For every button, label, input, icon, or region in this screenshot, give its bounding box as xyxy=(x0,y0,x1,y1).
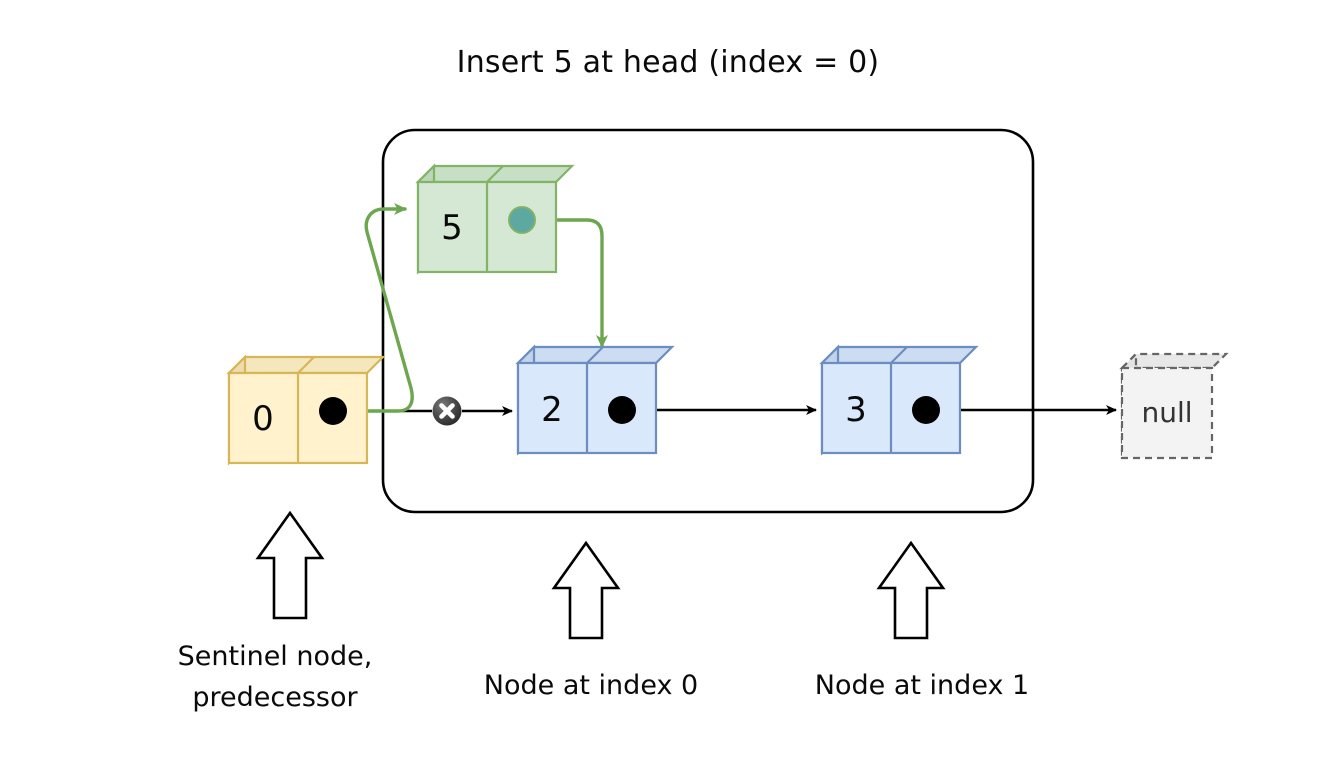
node-index-0[interactable]: 2 xyxy=(515,344,675,456)
callout-node-index-1-label: Node at index 1 xyxy=(815,670,1029,701)
node-new-5[interactable]: 5 xyxy=(415,163,575,275)
callout-node-index-0: Node at index 0 xyxy=(484,540,698,701)
callout-node-index-1-up-arrow-icon xyxy=(876,540,946,640)
null-terminator: null xyxy=(1119,351,1229,461)
node-sentinel-top-divider xyxy=(297,356,315,374)
callout-sentinel: Sentinel node, predecessor xyxy=(178,510,373,713)
link-cut-icon-x-glyph xyxy=(439,403,455,419)
link-sentinel-to-new-node xyxy=(347,203,414,413)
callout-node-index-1: Node at index 1 xyxy=(815,540,1029,701)
node-new-5-pointer-dot xyxy=(508,206,536,234)
callout-node-index-0-label: Node at index 0 xyxy=(484,670,698,701)
node-sentinel[interactable]: 0 xyxy=(226,354,386,466)
node-sentinel-value: 0 xyxy=(252,399,274,439)
callout-sentinel-label-line2: predecessor xyxy=(192,682,358,713)
null-terminator-top-face xyxy=(1119,352,1229,370)
node-index-0-value: 2 xyxy=(541,390,563,430)
node-index-0-pointer-dot xyxy=(608,396,636,424)
node-new-5-value: 5 xyxy=(441,208,463,248)
page-title: Insert 5 at head (index = 0) xyxy=(457,45,880,80)
link-cut-icon[interactable] xyxy=(432,396,462,426)
callout-node-index-0-up-arrow-icon xyxy=(551,540,621,640)
node-index-0-top-divider xyxy=(586,346,604,364)
node-index-1-pointer-dot xyxy=(912,396,940,424)
list-boundary xyxy=(381,128,1035,514)
callout-sentinel-label-line1: Sentinel node, xyxy=(178,641,373,672)
node-index-1-top-divider xyxy=(890,346,908,364)
node-index-1-value: 3 xyxy=(845,390,867,430)
null-terminator-front-face xyxy=(1120,366,1214,460)
node-sentinel-pointer-dot xyxy=(319,397,347,425)
node-new-5-top-divider xyxy=(486,165,504,183)
callout-sentinel-up-arrow-icon xyxy=(255,510,325,620)
null-terminator-label: null xyxy=(1141,396,1192,429)
link-new-node-to-node0 xyxy=(543,218,608,348)
node-index-1[interactable]: 3 xyxy=(819,344,979,456)
